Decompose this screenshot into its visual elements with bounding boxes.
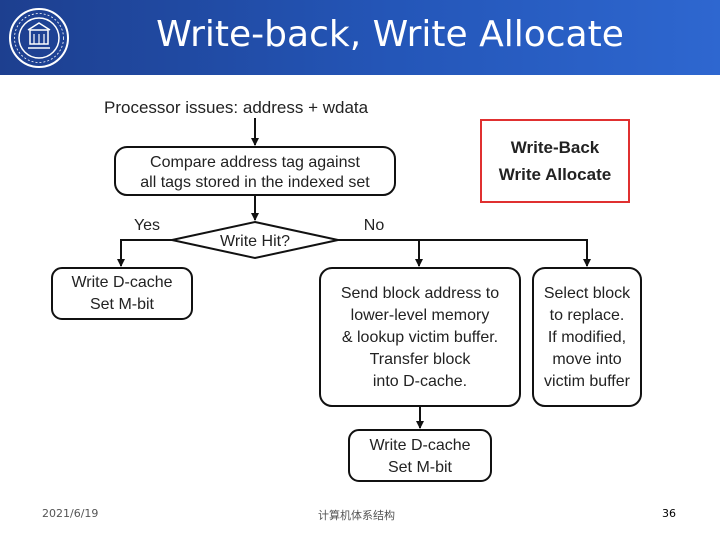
fetch-line-5: into D-cache.: [373, 373, 467, 390]
university-seal-icon: [9, 8, 69, 68]
no-label: No: [364, 217, 385, 234]
fetch-line-1: Send block address to: [341, 285, 499, 302]
policy-line-2: Write Allocate: [499, 165, 611, 184]
hit-write-box: Write D-cache Set M-bit: [51, 267, 193, 320]
title-bar: Write-back, Write Allocate: [0, 0, 720, 75]
compare-tags-box: Compare address tag against all tags sto…: [114, 146, 396, 196]
compare-line-1: Compare address tag against: [150, 154, 360, 171]
victim-line-1: Select block: [544, 285, 631, 302]
write-hit-decision: Write Hit?: [171, 220, 339, 260]
victim-line-2: to replace.: [550, 307, 625, 324]
final-line-2: Set M-bit: [388, 459, 453, 476]
footer-date: 2021/6/19: [42, 507, 99, 520]
victim-line-5: victim buffer: [544, 373, 631, 390]
victim-line-3: If modified,: [548, 329, 626, 346]
fetch-line-3: & lookup victim buffer.: [342, 329, 498, 346]
miss-victim-box: Select block to replace. If modified, mo…: [532, 267, 642, 407]
arrow-yes-branch: [117, 239, 172, 267]
decision-label: Write Hit?: [220, 233, 290, 250]
start-step-text: Processor issues: address + wdata: [104, 98, 369, 117]
fetch-line-4: Transfer block: [370, 351, 472, 368]
final-line-1: Write D-cache: [369, 437, 470, 454]
slide-title: Write-back, Write Allocate: [156, 14, 624, 55]
compare-line-2: all tags stored in the indexed set: [140, 174, 370, 191]
hit-line-2: Set M-bit: [90, 296, 155, 313]
yes-label: Yes: [134, 217, 160, 234]
fetch-line-2: lower-level memory: [351, 307, 490, 324]
footer-course: 计算机体系结构: [318, 509, 395, 522]
miss-fetch-box: Send block address to lower-level memory…: [319, 267, 521, 407]
arrow-no-branch: [338, 239, 591, 267]
hit-line-1: Write D-cache: [71, 274, 172, 291]
page-number: 36: [662, 507, 676, 520]
policy-line-1: Write-Back: [511, 138, 600, 157]
victim-line-4: move into: [552, 351, 621, 368]
policy-label-box: Write-Back Write Allocate: [480, 119, 630, 203]
final-write-box: Write D-cache Set M-bit: [348, 429, 492, 482]
